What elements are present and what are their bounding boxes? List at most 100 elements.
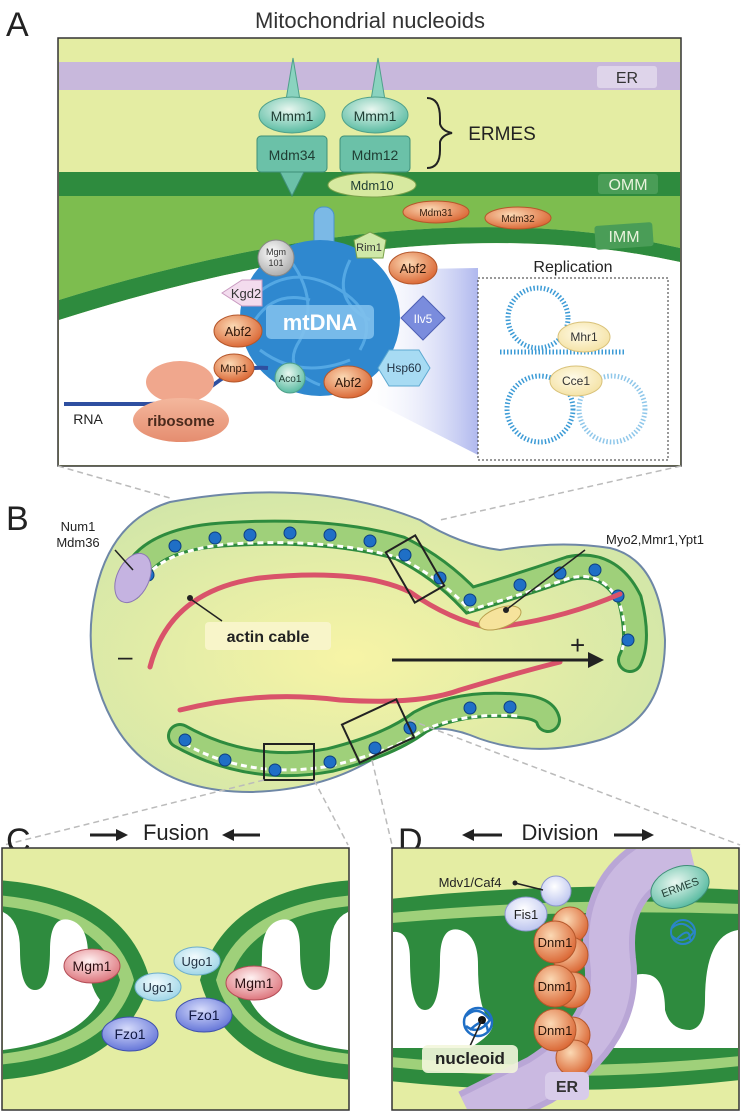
mdm31-protein xyxy=(402,200,470,224)
er-membrane-band xyxy=(59,62,680,90)
mdv1-caf4-protein xyxy=(540,875,572,907)
plus-sign: + xyxy=(570,630,585,660)
mhr1-label: Mhr1 xyxy=(570,330,598,344)
zoom-box-upper xyxy=(384,534,446,604)
ribosome-label: ribosome xyxy=(147,413,215,430)
fis1-protein xyxy=(504,896,548,932)
mdm32-label: Mdm32 xyxy=(501,214,535,225)
fzo1-left-protein xyxy=(101,1016,159,1052)
ilv5-protein xyxy=(400,295,446,341)
fis1-label: Fis1 xyxy=(514,907,539,922)
abf2-top-protein xyxy=(388,251,438,285)
mtdna-nucleoid xyxy=(240,206,400,396)
panel-a-title: Mitochondrial nucleoids xyxy=(255,8,485,33)
ugo1-left-label: Ugo1 xyxy=(142,980,173,995)
rim1-label: Rim1 xyxy=(356,242,382,254)
mgm1-left-label: Mgm1 xyxy=(73,958,112,974)
division-arrow-right xyxy=(642,829,654,841)
fusion-panel xyxy=(1,847,350,1111)
mdm10-label: Mdm10 xyxy=(350,178,393,193)
ilv5-label: Ilv5 xyxy=(414,312,433,326)
ugo1-top-protein xyxy=(173,946,221,976)
abf2-left-label: Abf2 xyxy=(225,324,252,339)
mgm1-right-label: Mgm1 xyxy=(235,975,274,991)
fzo1-right-label: Fzo1 xyxy=(188,1007,219,1023)
kgd2-label: Kgd2 xyxy=(231,286,261,301)
replication-dna xyxy=(500,285,648,445)
division-arrow-left xyxy=(462,829,474,841)
abf2-bottom-label: Abf2 xyxy=(335,375,362,390)
rna-label: RNA xyxy=(73,411,103,427)
mgm101-label-1: Mgm xyxy=(266,247,286,257)
panel-a-letter: A xyxy=(6,6,29,44)
hsp60-label: Hsp60 xyxy=(387,361,422,375)
abf2-bottom-protein xyxy=(323,365,373,399)
ermes-label: ERMES xyxy=(468,124,536,145)
mito-tubule-upper xyxy=(117,519,648,673)
mmm1-left-protein xyxy=(258,96,326,134)
ugo1-top-label: Ugo1 xyxy=(181,954,212,969)
ugo1-left-protein xyxy=(134,972,182,1002)
fusion-arrow-left xyxy=(222,829,234,841)
num1-mdm36-patch xyxy=(114,552,152,604)
ermes-complex xyxy=(256,57,417,198)
mdm12-protein xyxy=(339,135,411,173)
mdm12-label: Mdm12 xyxy=(352,147,399,163)
mgm101-protein xyxy=(257,239,295,277)
myo-label: Myo2,Mmr1,Ypt1 xyxy=(606,532,704,547)
cce1-protein xyxy=(549,365,603,397)
abf2-left-protein xyxy=(213,314,263,348)
mmm1-right-protein xyxy=(341,96,409,134)
mdm10-protein xyxy=(327,172,417,198)
dnm1-a-protein xyxy=(533,920,577,964)
aco1-protein xyxy=(274,362,306,394)
minus-sign: – xyxy=(118,641,133,671)
ribosome-small-subunit xyxy=(146,361,214,403)
mdm32-protein xyxy=(484,206,552,230)
kgd2-protein xyxy=(221,279,263,307)
fusion-arrow-right xyxy=(116,829,128,841)
panel-b-letter: B xyxy=(6,500,29,538)
mtdna-label: mtDNA xyxy=(283,310,358,335)
ermes-brace xyxy=(426,97,453,169)
aco1-label: Aco1 xyxy=(279,374,302,385)
er-d-label: ER xyxy=(556,1079,579,1096)
er-label: ER xyxy=(616,70,638,87)
mdm31-label: Mdm31 xyxy=(419,208,453,219)
myo2-complex-patch xyxy=(478,605,522,631)
dnm1-c-protein xyxy=(533,1008,577,1052)
dnm1-b-protein xyxy=(533,964,577,1008)
actin-cable-lower xyxy=(177,659,563,713)
num1-label: Num1 xyxy=(61,519,96,534)
omm-label: OMM xyxy=(608,177,647,194)
mdm34-label: Mdm34 xyxy=(269,147,316,163)
mnp1-protein xyxy=(213,353,255,383)
hsp60-protein xyxy=(377,349,431,387)
zoom-box-fusion xyxy=(263,743,315,781)
mdm36-label: Mdm36 xyxy=(56,535,99,550)
nucleoid-d-right xyxy=(670,919,696,945)
mgm1-right-protein xyxy=(225,965,283,1001)
actin-label-bg xyxy=(205,622,331,650)
abf2-top-label: Abf2 xyxy=(400,261,427,276)
dnm1-c-label: Dnm1 xyxy=(538,1023,573,1038)
ermes-d-protein xyxy=(650,865,710,909)
fzo1-right-protein xyxy=(175,997,233,1033)
actin-label: actin cable xyxy=(227,629,310,646)
mdv1-label: Mdv1/Caf4 xyxy=(439,875,502,890)
mhr1-protein xyxy=(557,321,611,353)
mmm1-right-label: Mmm1 xyxy=(354,108,397,124)
ribosome-large-subunit xyxy=(133,398,229,442)
fzo1-left-label: Fzo1 xyxy=(114,1026,145,1042)
nucleoid-dots xyxy=(141,526,635,777)
cce1-label: Cce1 xyxy=(562,374,590,388)
mnp1-label: Mnp1 xyxy=(220,363,248,375)
rim1-protein xyxy=(353,231,387,259)
mgm1-left-protein xyxy=(63,948,121,984)
nucleoid-label: nucleoid xyxy=(435,1049,505,1068)
actin-cable-upper xyxy=(147,572,623,670)
division-title: Division xyxy=(521,820,598,845)
replication-label: Replication xyxy=(533,259,612,276)
imm-label: IMM xyxy=(608,229,639,246)
